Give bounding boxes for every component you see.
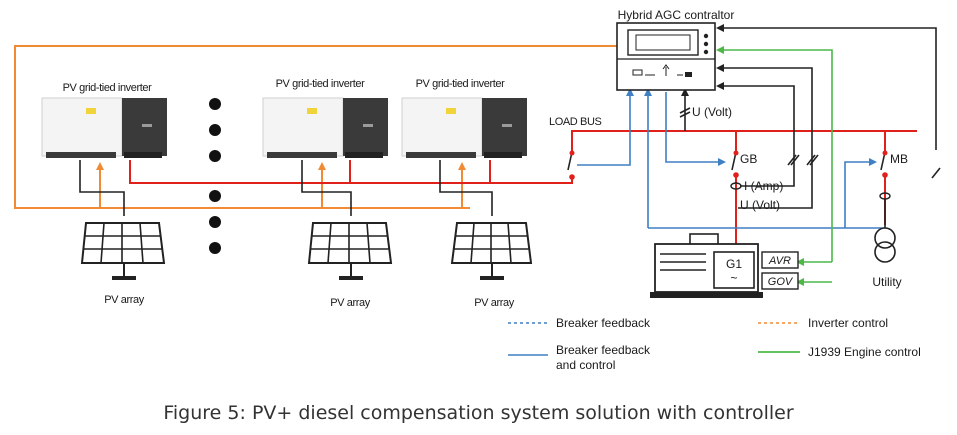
generator-g1 xyxy=(713,251,755,289)
pv-array-label: PV array xyxy=(474,297,514,309)
gb-label: GB xyxy=(740,152,757,166)
more-inverters-dots xyxy=(209,98,221,254)
pv-array-2: PV array xyxy=(307,222,393,309)
diesel-generator: G1 ~ AVR GOV xyxy=(650,233,799,298)
figure-caption: Figure 5: PV+ diesel compensation system… xyxy=(163,402,794,424)
legend-breaker-feedback-control-1: Breaker feedback xyxy=(556,343,651,357)
inverter-label: PV grid-tied inverter xyxy=(276,78,366,90)
measurement-wiring xyxy=(679,24,941,209)
utility-label: Utility xyxy=(872,275,901,289)
inverter-3: PV grid-tied inverter xyxy=(401,78,527,158)
pv-breaker xyxy=(567,150,575,180)
gov-box xyxy=(761,272,799,290)
legend-inverter-control: Inverter control xyxy=(808,316,888,330)
pv-array-1: PV array xyxy=(80,222,166,306)
load-bus-label: LOAD BUS xyxy=(549,116,601,128)
mb-breaker: MB xyxy=(880,150,908,178)
gov-label: GOV xyxy=(768,276,794,288)
breaker-feedback-wiring xyxy=(577,88,885,229)
gen-voltage-label: U (Volt) xyxy=(740,198,780,212)
gb-breaker: GB xyxy=(731,150,757,178)
legend: Breaker feedback Breaker feedback and co… xyxy=(508,316,921,372)
generator-label: G1 xyxy=(726,257,742,271)
hybrid-agc-controller: Hybrid AGC contraltor xyxy=(616,8,735,91)
pv-array-label: PV array xyxy=(330,297,370,309)
legend-breaker-feedback: Breaker feedback xyxy=(556,316,651,330)
pv-dc-wiring xyxy=(79,160,493,216)
controller-title: Hybrid AGC contraltor xyxy=(618,8,735,22)
generator-symbol: ~ xyxy=(730,271,737,285)
gen-current-label: I (Amp) xyxy=(744,179,783,193)
pv-array-3: PV array xyxy=(450,222,533,309)
utility-transformer: Utility xyxy=(872,199,902,289)
load-bus-wiring xyxy=(129,130,917,252)
mb-label: MB xyxy=(890,152,908,166)
inverter-2: PV grid-tied inverter xyxy=(262,78,388,158)
legend-breaker-feedback-control-2: and control xyxy=(556,358,615,372)
inverter-1: PV grid-tied inverter xyxy=(41,82,167,158)
engine-control-wiring xyxy=(716,46,833,286)
inverter-label: PV grid-tied inverter xyxy=(63,82,153,94)
inverter-label: PV grid-tied inverter xyxy=(416,78,506,90)
avr-box xyxy=(761,251,799,269)
pv-array-label: PV array xyxy=(104,294,144,306)
avr-label: AVR xyxy=(768,255,791,267)
legend-engine-control: J1939 Engine control xyxy=(808,345,921,359)
bus-voltage-label: U (Volt) xyxy=(692,105,732,119)
ct-generator xyxy=(730,182,742,190)
inverter-control-wiring xyxy=(14,45,617,209)
